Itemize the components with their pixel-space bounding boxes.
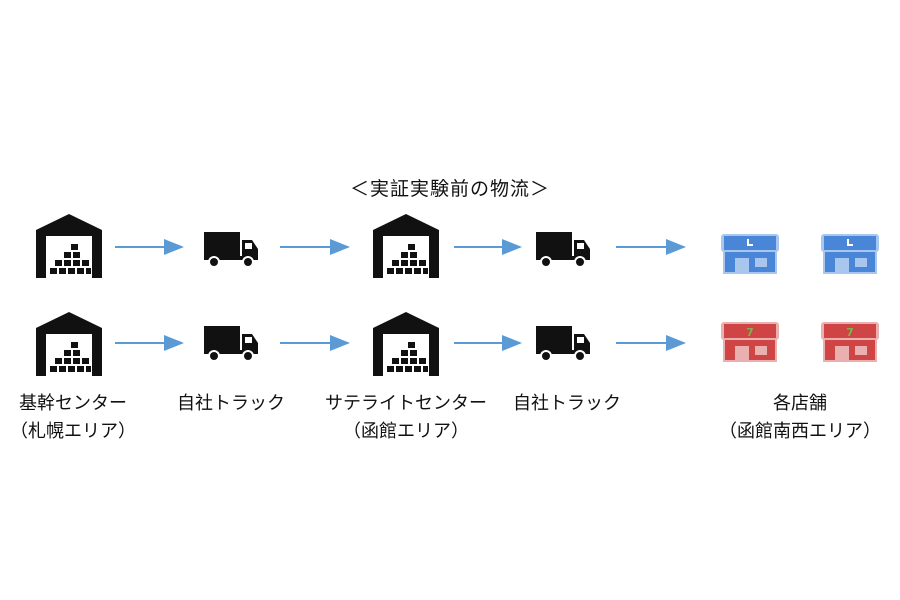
label-line: （函館エリア） (343, 421, 469, 442)
truck-icon (203, 231, 259, 268)
label-line: （函館南西エリア） (719, 421, 881, 442)
svg-text:7: 7 (846, 326, 854, 339)
diagram-title: ＜実証実験前の物流＞ (349, 178, 550, 200)
truck-icon (203, 325, 259, 362)
convenience-store-red-icon: 7 (721, 322, 779, 362)
truck-icon (535, 325, 591, 362)
label-main-center: 基幹センター （札幌エリア） (0, 390, 146, 446)
label-satellite-center: サテライトセンター （函館エリア） (310, 390, 502, 446)
convenience-store-blue-icon (821, 234, 879, 274)
truck-icon (535, 231, 591, 268)
warehouse-icon (36, 214, 102, 278)
warehouse-icon (373, 214, 439, 278)
svg-text:7: 7 (746, 326, 754, 339)
label-own-truck: 自社トラック (158, 390, 304, 418)
label-line: 各店舗 (773, 393, 827, 414)
convenience-store-blue-icon (721, 234, 779, 274)
convenience-store-red-icon: 7 (821, 322, 879, 362)
label-line: 自社トラック (177, 393, 285, 414)
label-line: サテライトセンター (325, 393, 487, 414)
label-line: 基幹センター (19, 393, 127, 414)
label-own-truck: 自社トラック (494, 390, 640, 418)
label-line: （札幌エリア） (10, 421, 136, 442)
warehouse-icon (373, 312, 439, 376)
label-line: 自社トラック (513, 393, 621, 414)
label-stores: 各店舗 （函館南西エリア） (704, 390, 896, 446)
warehouse-icon (36, 312, 102, 376)
